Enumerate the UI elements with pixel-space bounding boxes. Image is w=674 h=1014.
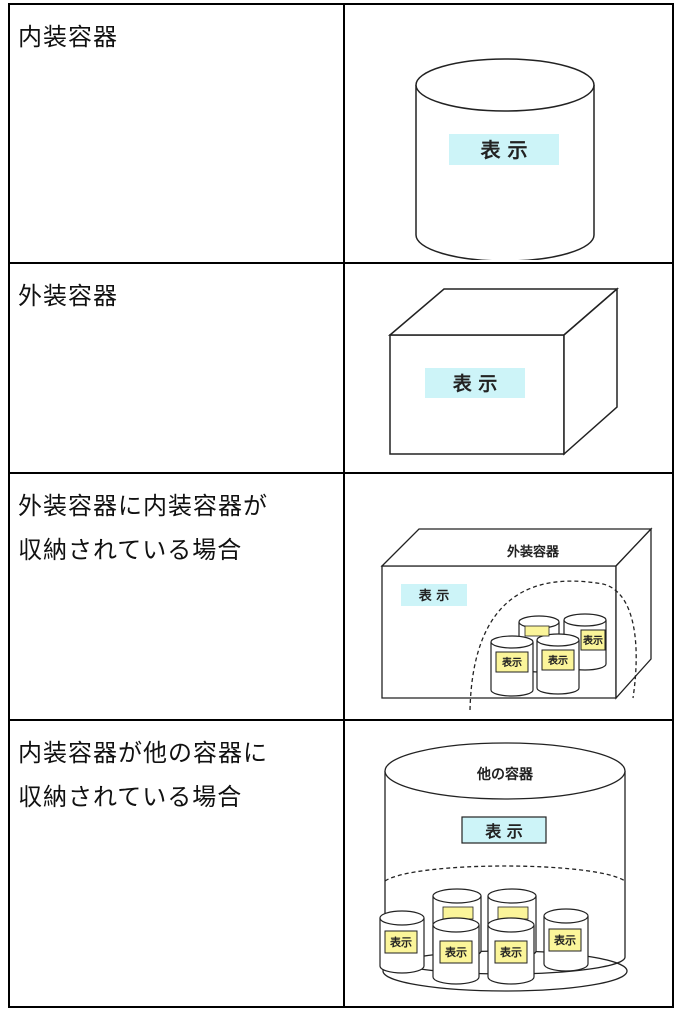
inner-marking-text: 表示 (499, 945, 522, 959)
marking-text: 表 示 (484, 822, 523, 841)
inner-marking-box (580, 629, 606, 651)
figure-cell: 外装容器 表 示 表示 表示 表示 (343, 472, 674, 721)
marking-box (461, 816, 547, 844)
inner-marking-box (541, 649, 575, 671)
row-label: 内装容器が他の容器に 収納されている場合 (18, 739, 268, 811)
marking-box (449, 134, 559, 165)
table-row: 外装容器 表 示 (8, 262, 674, 474)
table-row: 内装容器 表 示 (8, 3, 674, 264)
inner-marking-text: 表示 (553, 933, 576, 947)
inner-marking-box (494, 940, 528, 964)
figure-cell: 他の容器 表 示 表示 表示 (343, 719, 674, 1008)
inner-marking-text: 表示 (547, 654, 568, 667)
marking-box (425, 368, 525, 398)
inner-marking-box (439, 940, 473, 964)
inner-marking-box (524, 625, 550, 637)
table-row: 内装容器が他の容器に 収納されている場合 他の容器 表 示 (8, 719, 674, 1008)
inner-marking-text: 表示 (582, 634, 603, 647)
outer-container-label: 他の容器 (476, 766, 534, 783)
box-figure: 表 示 (387, 287, 620, 456)
table-row: 外装容器に内装容器が 収納されている場合 外装容器 表 示 表示 (8, 472, 674, 721)
label-cell: 内装容器 (8, 3, 345, 264)
label-cell: 外装容器に内装容器が 収納されている場合 (8, 472, 345, 721)
figure-cell: 表 示 (343, 262, 674, 474)
outer-box-with-inner-containers-figure: 外装容器 表 示 表示 表示 表示 (380, 527, 653, 711)
marking-text: 表 示 (481, 138, 528, 162)
cylinder-figure: 表 示 (415, 58, 595, 260)
inner-marking-box (384, 930, 418, 954)
inner-marking-text: 表示 (444, 945, 467, 959)
marking-text: 表 示 (418, 588, 450, 604)
cutaway-dashed-outline (384, 865, 626, 882)
container-labeling-table: 内装容器 表 示 外装容器 表 示 外装容器に内装容器 (8, 3, 674, 1008)
inner-marking-box (442, 906, 474, 920)
cutaway-dashed-outline (469, 580, 637, 711)
label-cell: 内装容器が他の容器に 収納されている場合 (8, 719, 345, 1008)
inner-marking-box (548, 928, 582, 952)
figure-cell: 表 示 (343, 3, 674, 264)
row-label: 外装容器 (18, 282, 118, 310)
label-cell: 外装容器 (8, 262, 345, 474)
inner-marking-box (495, 651, 529, 673)
inner-marking-text: 表示 (501, 656, 522, 669)
row-label: 外装容器に内装容器が 収納されている場合 (18, 492, 268, 564)
inner-marking-text: 表示 (389, 935, 412, 949)
row-label: 内装容器 (18, 23, 118, 51)
outer-container-label: 外装容器 (506, 544, 560, 560)
marking-text: 表 示 (453, 372, 498, 395)
large-container-with-inner-containers-figure: 他の容器 表 示 表示 表示 (379, 742, 628, 992)
marking-box (401, 584, 467, 606)
inner-marking-box (497, 906, 529, 920)
